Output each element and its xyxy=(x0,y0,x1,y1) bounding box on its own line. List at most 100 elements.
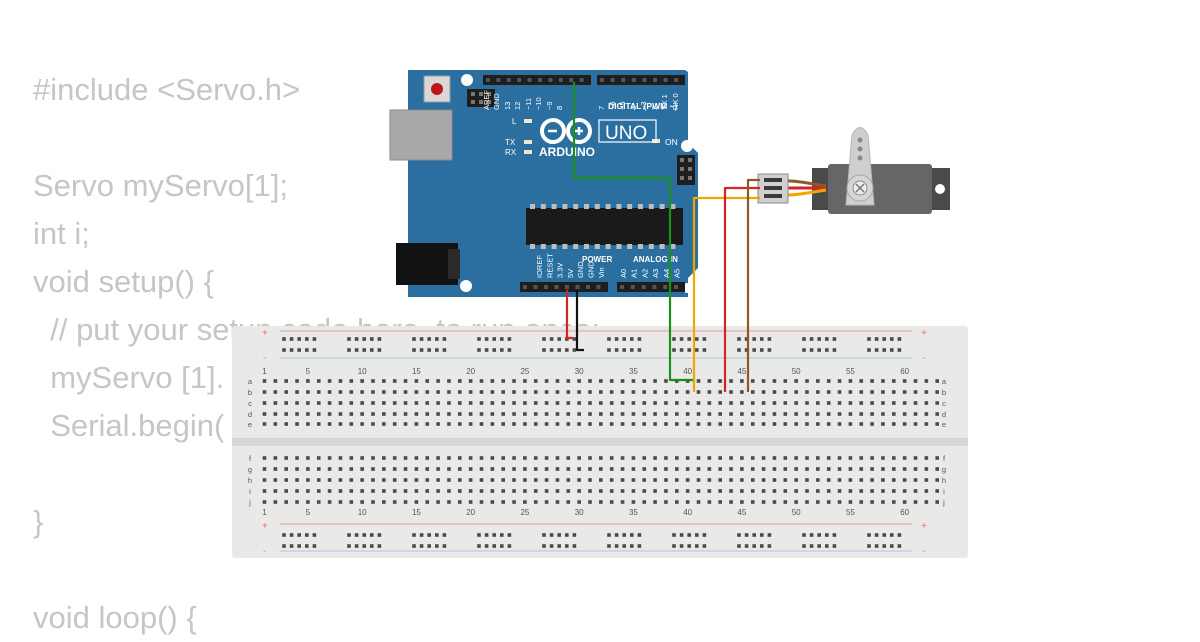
breadboard-hole[interactable] xyxy=(664,489,668,493)
breadboard-hole[interactable] xyxy=(870,379,874,383)
breadboard-hole[interactable] xyxy=(468,412,473,416)
breadboard-hole[interactable] xyxy=(544,422,549,426)
breadboard-hole[interactable] xyxy=(750,390,755,394)
breadboard-hole[interactable] xyxy=(382,500,386,504)
breadboard-hole[interactable] xyxy=(805,412,809,416)
breadboard-hole[interactable] xyxy=(675,456,679,460)
breadboard-hole[interactable] xyxy=(760,544,764,548)
breadboard-hole[interactable] xyxy=(859,467,864,471)
breadboard-hole[interactable] xyxy=(458,500,462,504)
breadboard-hole[interactable] xyxy=(577,467,581,471)
breadboard-hole[interactable] xyxy=(685,489,690,493)
breadboard-hole[interactable] xyxy=(507,544,512,548)
header-pin[interactable] xyxy=(663,285,668,289)
breadboard-hole[interactable] xyxy=(848,379,853,383)
breadboard-hole[interactable] xyxy=(458,467,462,471)
breadboard-hole[interactable] xyxy=(767,533,772,537)
breadboard-hole[interactable] xyxy=(306,379,310,383)
breadboard-hole[interactable] xyxy=(273,390,278,394)
breadboard-hole[interactable] xyxy=(295,422,299,426)
breadboard-hole[interactable] xyxy=(542,337,546,341)
breadboard-hole[interactable] xyxy=(327,401,332,405)
breadboard-hole[interactable] xyxy=(403,500,408,504)
breadboard-hole[interactable] xyxy=(500,348,504,352)
breadboard-hole[interactable] xyxy=(675,500,679,504)
breadboard-hole[interactable] xyxy=(523,456,527,460)
breadboard-hole[interactable] xyxy=(672,348,676,352)
breadboard-hole[interactable] xyxy=(414,478,419,482)
breadboard-hole[interactable] xyxy=(859,489,864,493)
breadboard-hole[interactable] xyxy=(859,390,864,394)
breadboard-hole[interactable] xyxy=(305,533,309,537)
breadboard-hole[interactable] xyxy=(642,379,647,383)
breadboard-hole[interactable] xyxy=(783,489,788,493)
breadboard-hole[interactable] xyxy=(664,500,668,504)
breadboard-hole[interactable] xyxy=(881,478,885,482)
breadboard-hole[interactable] xyxy=(347,533,351,537)
breadboard-hole[interactable] xyxy=(707,379,712,383)
breadboard-hole[interactable] xyxy=(881,456,885,460)
breadboard-hole[interactable] xyxy=(870,489,874,493)
breadboard-hole[interactable] xyxy=(826,478,831,482)
breadboard-hole[interactable] xyxy=(555,412,560,416)
breadboard-hole[interactable] xyxy=(902,489,907,493)
breadboard-hole[interactable] xyxy=(874,544,879,548)
breadboard-hole[interactable] xyxy=(685,401,690,405)
breadboard-hole[interactable] xyxy=(664,456,668,460)
breadboard-hole[interactable] xyxy=(349,390,354,394)
breadboard-hole[interactable] xyxy=(631,422,636,426)
breadboard-hole[interactable] xyxy=(685,456,690,460)
breadboard-hole[interactable] xyxy=(664,478,668,482)
breadboard-hole[interactable] xyxy=(599,467,603,471)
breadboard-hole[interactable] xyxy=(825,337,829,341)
breadboard-hole[interactable] xyxy=(752,337,756,341)
breadboard-hole[interactable] xyxy=(642,390,647,394)
breadboard-hole[interactable] xyxy=(479,379,484,383)
breadboard-hole[interactable] xyxy=(761,390,766,394)
breadboard-hole[interactable] xyxy=(867,348,871,352)
breadboard-hole[interactable] xyxy=(316,500,321,504)
breadboard-hole[interactable] xyxy=(533,379,538,383)
breadboard-hole[interactable] xyxy=(631,379,636,383)
breadboard-hole[interactable] xyxy=(289,544,294,548)
breadboard-hole[interactable] xyxy=(492,348,496,352)
breadboard-hole[interactable] xyxy=(859,379,864,383)
breadboard-hole[interactable] xyxy=(622,544,626,548)
breadboard-hole[interactable] xyxy=(737,348,741,352)
breadboard-hole[interactable] xyxy=(458,478,462,482)
breadboard-hole[interactable] xyxy=(338,456,343,460)
breadboard-hole[interactable] xyxy=(479,456,484,460)
breadboard-hole[interactable] xyxy=(630,544,634,548)
breadboard-hole[interactable] xyxy=(664,379,668,383)
breadboard-hole[interactable] xyxy=(826,412,831,416)
breadboard-hole[interactable] xyxy=(609,390,614,394)
breadboard-hole[interactable] xyxy=(392,500,397,504)
breadboard-hole[interactable] xyxy=(588,422,592,426)
breadboard-hole[interactable] xyxy=(468,379,473,383)
breadboard-hole[interactable] xyxy=(675,401,679,405)
breadboard-hole[interactable] xyxy=(859,478,864,482)
breadboard-hole[interactable] xyxy=(870,456,874,460)
breadboard-hole[interactable] xyxy=(490,500,495,504)
breadboard-hole[interactable] xyxy=(555,401,560,405)
breadboard-hole[interactable] xyxy=(679,337,684,341)
breadboard-hole[interactable] xyxy=(809,348,814,352)
breadboard-hole[interactable] xyxy=(312,337,317,341)
header-pin[interactable] xyxy=(533,285,538,289)
breadboard-hole[interactable] xyxy=(794,412,798,416)
breadboard-hole[interactable] xyxy=(555,456,560,460)
breadboard-hole[interactable] xyxy=(664,412,668,416)
breadboard-hole[interactable] xyxy=(262,390,267,394)
breadboard-hole[interactable] xyxy=(501,456,505,460)
breadboard-hole[interactable] xyxy=(794,489,798,493)
breadboard-hole[interactable] xyxy=(523,478,527,482)
breadboard-hole[interactable] xyxy=(262,478,267,482)
breadboard-hole[interactable] xyxy=(501,390,505,394)
breadboard-hole[interactable] xyxy=(794,379,798,383)
breadboard-hole[interactable] xyxy=(902,412,907,416)
breadboard-hole[interactable] xyxy=(533,489,538,493)
breadboard-hole[interactable] xyxy=(794,390,798,394)
breadboard-hole[interactable] xyxy=(620,390,625,394)
breadboard-hole[interactable] xyxy=(566,500,571,504)
breadboard-hole[interactable] xyxy=(609,500,614,504)
